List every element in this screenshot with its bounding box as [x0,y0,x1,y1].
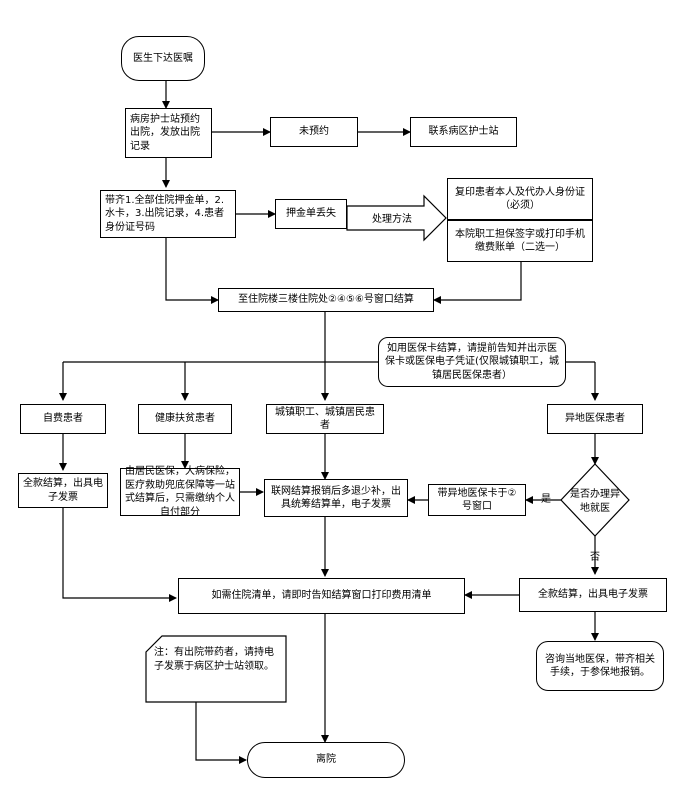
consult-node: 咨询当地医保，带齐相关手续，于参保地报销。 [536,641,664,691]
full-pay-2-label: 全款结算，出具电子发票 [538,589,648,601]
network-settle-label: 联网结算报销后多退少补，出具统筹结算单，电子发票 [271,485,401,511]
settle-window-label: 至住院楼三楼住院处②④⑤⑥号窗口结算 [238,294,414,306]
staff-sign-node: 本院职工担保签字或打印手机缴费账单（二选一） [447,220,593,262]
contact-nurse-label: 联系病区护士站 [428,126,499,138]
end-node: 离院 [247,742,405,778]
remote-card-label: 带异地医保卡于②号窗口 [437,487,517,513]
full-pay-2-node: 全款结算，出具电子发票 [519,578,667,612]
start-label: 医生下达医嘱 [133,52,193,64]
copy-id-node: 复印患者本人及代办人身份证（必须） [447,178,593,220]
poverty-node: 健康扶贫患者 [138,404,232,434]
self-pay-node: 自费患者 [20,404,106,434]
print-list-label: 如需住院清单，请即时告知结算窗口打印费用清单 [211,590,432,602]
poverty-label: 健康扶贫患者 [155,413,215,425]
decision-label: 是否办理异地就医 [570,489,620,514]
decision-diamond [560,463,630,537]
nurse-station-label: 病房护士站预约出院，发放出院记录 [130,113,200,152]
arrow-docs-to-settle [165,238,219,304]
note-shape [145,635,287,703]
method-arrow [346,194,447,242]
contact-nurse-node: 联系病区护士站 [410,117,517,147]
arrow-note-to-end [195,700,247,764]
consult-label: 咨询当地医保，带齐相关手续，于参保地报销。 [545,653,655,679]
full-pay-node: 全款结算，出具电子发票 [18,473,108,508]
urban-label: 城镇职工、城镇居民患者 [275,406,375,432]
full-pay-label: 全款结算，出具电子发票 [23,478,103,503]
nurse-station-node: 病房护士站预约出院，发放出院记录 [125,108,212,158]
other-region-label: 异地医保患者 [565,413,625,425]
lost-deposit-node: 押金单丢失 [275,199,347,229]
bring-docs-label: 带齐1.全部住院押金单，2.水卡，3.出院记录，4.患者身份证号码 [105,194,225,233]
self-pay-label: 自费患者 [43,413,83,425]
not-booked-node: 未预约 [270,117,358,147]
start-node: 医生下达医嘱 [121,36,205,81]
end-label: 离院 [316,754,336,766]
network-settle-node: 联网结算报销后多退少补，出具统筹结算单，电子发票 [264,479,408,517]
remote-card-node: 带异地医保卡于②号窗口 [428,484,526,516]
other-region-node: 异地医保患者 [547,404,643,434]
no-label: 否 [590,552,600,563]
print-list-node: 如需住院清单，请即时告知结算窗口打印费用清单 [178,578,465,614]
arrow-fullpay-to-print [62,508,177,602]
note-label: 注：有出院带药者，请持电子发票于病区护士站领取。 [154,647,274,672]
poverty-detail-node: 由居民医保，大病保险，医疗救助兜底保障等一站式结算后，只需缴纳个人自付部分 [120,466,240,518]
arrow-sign-to-settle [433,262,522,304]
not-booked-label: 未预约 [299,126,329,138]
poverty-detail-label: 由居民医保，大病保险，医疗救助兜底保障等一站式结算后，只需缴纳个人自付部分 [125,466,235,518]
urban-node: 城镇职工、城镇居民患者 [266,404,384,434]
staff-sign-label: 本院职工担保签字或打印手机缴费账单（二选一） [455,228,585,254]
yes-label: 是 [541,494,551,505]
bring-docs-node: 带齐1.全部住院押金单，2.水卡，3.出院记录，4.患者身份证号码 [100,190,236,238]
copy-id-label: 复印患者本人及代办人身份证（必须） [455,186,585,212]
settle-window-node: 至住院楼三楼住院处②④⑤⑥号窗口结算 [218,288,434,312]
lost-deposit-label: 押金单丢失 [286,208,336,220]
insurance-card-note: 如用医保卡结算，请提前告知并出示医保卡或医保电子凭证(仅限城镇职工，城镇居民医保… [378,337,566,387]
insurance-card-note-label: 如用医保卡结算，请提前告知并出示医保卡或医保电子凭证(仅限城镇职工，城镇居民医保… [385,342,559,381]
method-label: 处理方法 [372,214,412,225]
